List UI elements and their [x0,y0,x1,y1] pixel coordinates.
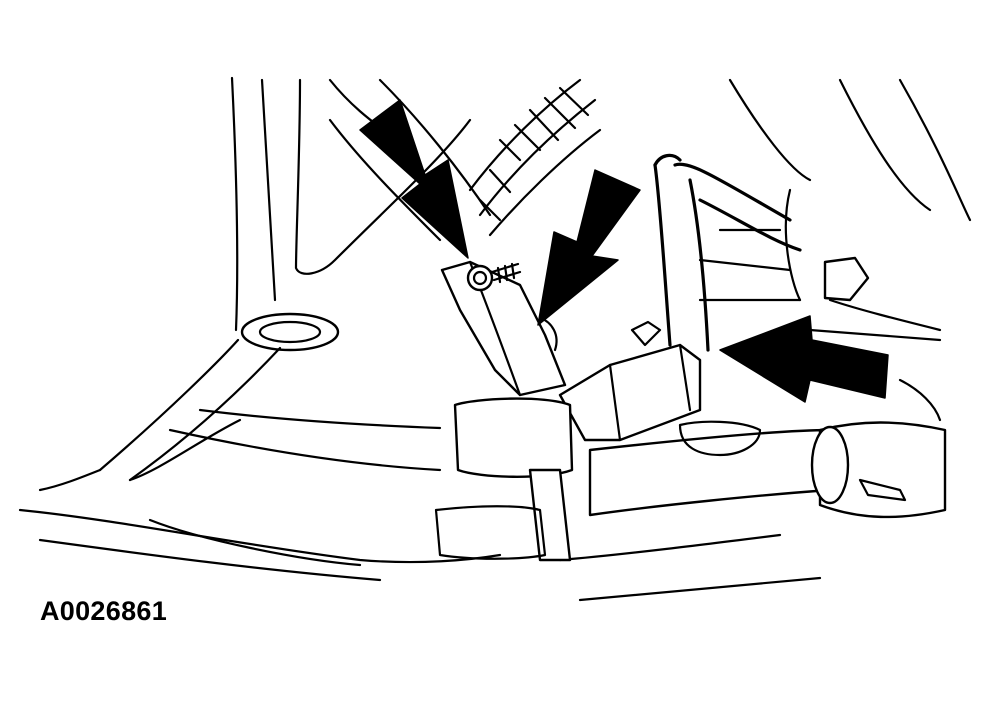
stabilizer-bar [434,153,947,562]
arrow-bolt [359,99,469,259]
hex-bolt [823,256,870,302]
arrow-sway-bar-link [719,315,889,403]
coil-spring [468,78,602,237]
callout-arrows [359,99,889,403]
mounting-bracket [440,260,567,397]
sway-bar-link [453,320,702,478]
figure-id-label: A0026861 [40,596,168,626]
lower-frame [18,408,822,602]
bushing-clamp [453,397,574,478]
control-arm [38,76,492,492]
arrow-bracket [537,169,641,326]
right-components [728,78,972,422]
bolt-head [466,264,494,292]
